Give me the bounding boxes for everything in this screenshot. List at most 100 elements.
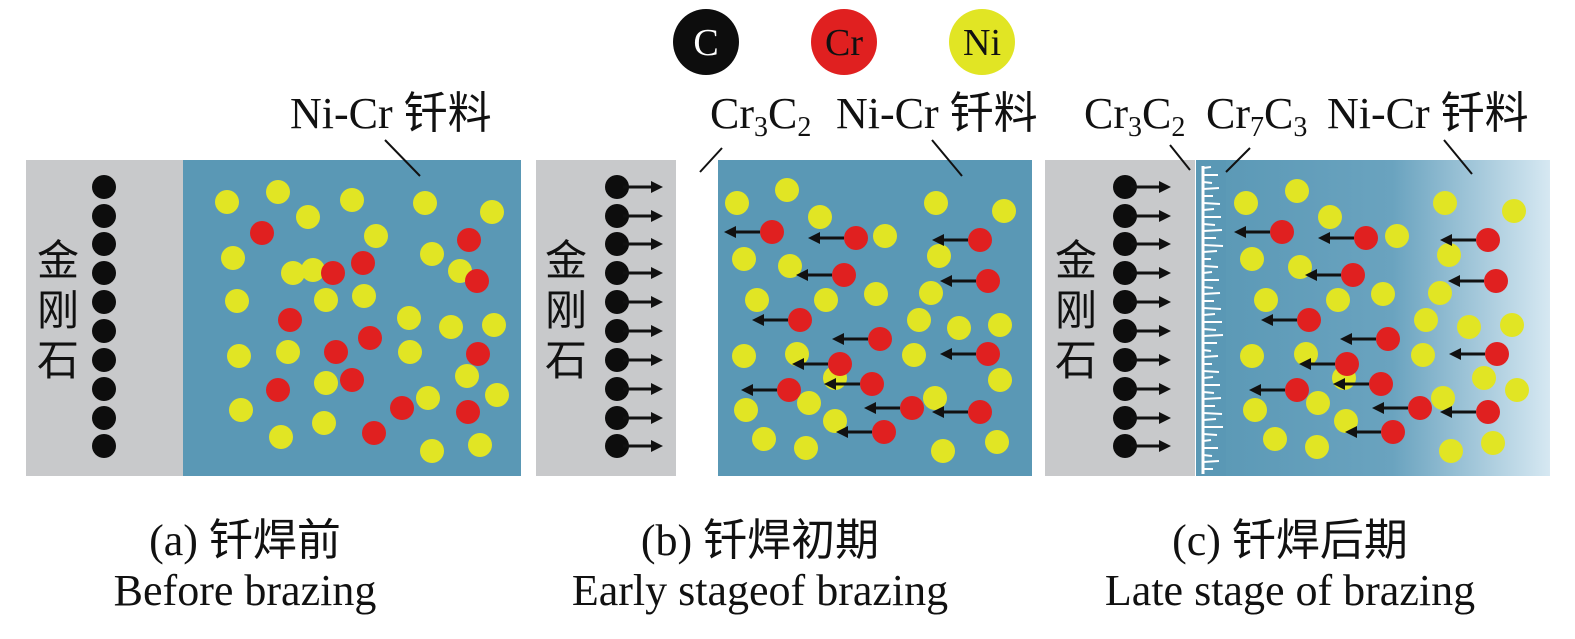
chromium-atom	[358, 326, 382, 350]
carbon-legend-label: C	[693, 22, 718, 64]
leader-line	[931, 139, 963, 177]
arrow-head	[1345, 426, 1357, 438]
nickel-atom	[725, 191, 749, 215]
arrow-head	[1159, 354, 1171, 366]
chromium-atom	[1376, 327, 1400, 351]
carbide-needle	[1202, 223, 1216, 226]
nickel-atom	[420, 439, 444, 463]
nickel-atom	[314, 371, 338, 395]
nickel-atom	[1433, 191, 1457, 215]
carbon-atom	[605, 319, 629, 343]
diamond-char: 刚	[545, 289, 587, 335]
carbide-needle	[1202, 439, 1212, 442]
carbide-needle	[1202, 181, 1213, 184]
nickel-atom	[1411, 343, 1435, 367]
nickel-atom	[814, 288, 838, 312]
nickel-atom	[947, 316, 971, 340]
legend-item-chromium: Cr	[811, 9, 877, 75]
carbide-layer	[1196, 160, 1226, 476]
chromium-atom	[1408, 396, 1432, 420]
chromium-atom	[868, 327, 892, 351]
nickel-legend-dot	[949, 9, 1015, 75]
nickel-atom	[775, 178, 799, 202]
carbide-needle	[1202, 397, 1222, 400]
nickel-atom	[413, 191, 437, 215]
carbon-atom	[1113, 204, 1137, 228]
diamond-char: 刚	[1055, 289, 1097, 335]
nickel-atom	[301, 258, 325, 282]
arrow-head	[1318, 232, 1330, 244]
nickel-atom	[808, 205, 832, 229]
carbide-needle	[1202, 313, 1216, 316]
chromium-atom	[788, 308, 812, 332]
nickel-atom	[1481, 431, 1505, 455]
chromium-atom	[465, 269, 489, 293]
panel-a: 金 刚 石 Ni-Cr 钎料	[26, 89, 521, 476]
arrow-head	[651, 354, 663, 366]
arrow-head	[752, 314, 764, 326]
arrow-head	[651, 325, 663, 337]
nickel-atom	[1305, 435, 1329, 459]
carbon-atom	[605, 175, 629, 199]
arrow-head	[651, 238, 663, 250]
nickel-atom	[931, 439, 955, 463]
nickel-atom	[269, 425, 293, 449]
nickel-atom	[1505, 378, 1529, 402]
carbon-atom	[92, 377, 116, 401]
carbide-needle	[1202, 433, 1218, 436]
carbon-atom	[92, 434, 116, 458]
carbon-atom	[605, 261, 629, 285]
diamond-char: 金	[1055, 238, 1097, 285]
nickel-atom	[340, 188, 364, 212]
arrow-head	[932, 406, 944, 418]
nickel-atom	[745, 288, 769, 312]
nickel-atom	[468, 433, 492, 457]
nickel-legend-label: Ni	[963, 22, 1001, 64]
carbon-atom	[92, 261, 116, 285]
nickel-atom	[416, 386, 440, 410]
nickel-atom	[482, 313, 506, 337]
carbide-needle	[1202, 286, 1214, 289]
arrow-head	[1159, 181, 1171, 193]
nickel-atom	[215, 190, 239, 214]
arrow-head	[651, 181, 663, 193]
leader-line	[1225, 147, 1251, 173]
carbide-needle	[1202, 328, 1217, 331]
chromium-atom	[872, 420, 896, 444]
nickel-atom	[734, 398, 758, 422]
nickel-atom	[985, 430, 1009, 454]
carbon-atom	[1113, 261, 1137, 285]
arrow-head	[1159, 296, 1171, 308]
carbide-needle	[1202, 355, 1219, 358]
nickel-atom	[778, 254, 802, 278]
carbon-atom	[1113, 290, 1137, 314]
nickel-atom	[420, 242, 444, 266]
arrow-head	[1440, 234, 1452, 246]
caption-zh: (b) 钎焊初期	[640, 516, 880, 565]
caption-en: Before brazing	[113, 566, 377, 615]
nickel-atom	[1263, 427, 1287, 451]
nickel-atom	[732, 247, 756, 271]
chromium-atom	[1297, 308, 1321, 332]
chromium-atom	[1484, 269, 1508, 293]
leader-line	[1169, 144, 1191, 171]
carbon-atom	[605, 406, 629, 430]
arrow-head	[1448, 275, 1460, 287]
arrow-head	[836, 426, 848, 438]
arrow-head	[651, 440, 663, 452]
arrow-head	[940, 275, 952, 287]
nickel-atom	[1437, 243, 1461, 267]
carbon-atom	[92, 406, 116, 430]
arrow-head	[651, 296, 663, 308]
chromium-atom	[1485, 342, 1509, 366]
caption-c: (c) 钎焊后期 Late stage of brazing	[1060, 516, 1520, 616]
nickel-atom	[794, 436, 818, 460]
nickel-atom	[1288, 255, 1312, 279]
chromium-atom	[1354, 226, 1378, 250]
carbon-atom	[1113, 406, 1137, 430]
chromium-atom	[1335, 352, 1359, 376]
nickel-atom	[1502, 199, 1526, 223]
label-cr3c2: Cr3C2	[1084, 89, 1191, 171]
nickel-atom	[312, 411, 336, 435]
